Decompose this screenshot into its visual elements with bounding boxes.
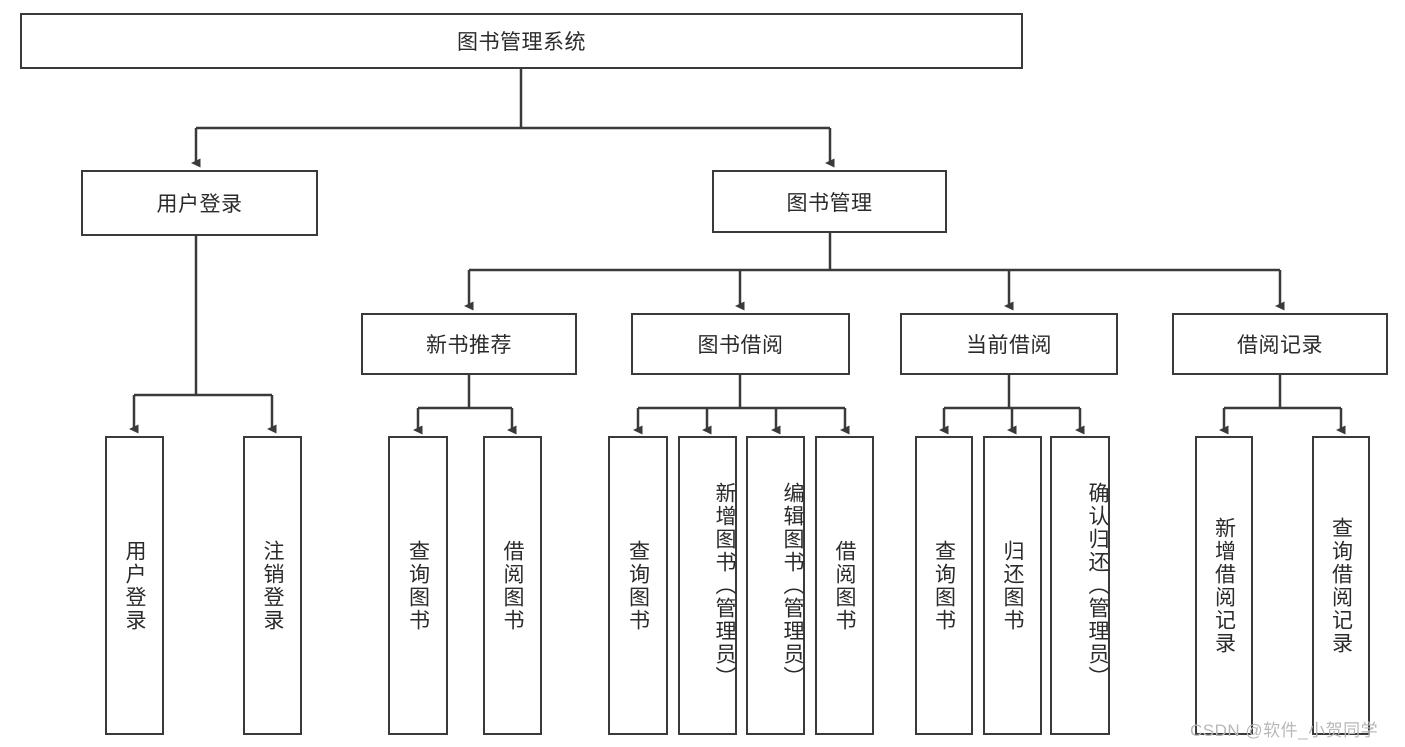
leaf-query-books-recommend[interactable]: 查询图书 — [388, 436, 448, 735]
node-current-borrow[interactable]: 当前借阅 — [900, 313, 1118, 375]
node-book-borrow[interactable]: 图书借阅 — [631, 313, 850, 375]
leaf-user-login[interactable]: 用户登录 — [105, 436, 164, 735]
leaf-confirm-return-admin[interactable]: 确认归还（管理员） — [1050, 436, 1110, 735]
node-borrow-records[interactable]: 借阅记录 — [1172, 313, 1388, 375]
leaf-query-borrow-record[interactable]: 查询借阅记录 — [1312, 436, 1370, 735]
leaf-borrow-book[interactable]: 借阅图书 — [815, 436, 874, 735]
node-user-login[interactable]: 用户登录 — [81, 170, 318, 236]
leaf-user-logout[interactable]: 注销登录 — [243, 436, 302, 735]
leaf-edit-book-admin[interactable]: 编辑图书（管理员） — [746, 436, 805, 735]
node-root-system[interactable]: 图书管理系统 — [20, 13, 1023, 69]
node-book-management[interactable]: 图书管理 — [712, 170, 947, 233]
leaf-borrow-books-recommend[interactable]: 借阅图书 — [483, 436, 542, 735]
leaf-query-books-current[interactable]: 查询图书 — [915, 436, 973, 735]
leaf-query-books-borrow[interactable]: 查询图书 — [608, 436, 668, 735]
watermark-text: CSDN @软件_小贺同学 — [1190, 721, 1379, 740]
node-new-book-recommend[interactable]: 新书推荐 — [361, 313, 577, 375]
leaf-add-borrow-record[interactable]: 新增借阅记录 — [1195, 436, 1253, 735]
leaf-add-book-admin[interactable]: 新增图书（管理员） — [678, 436, 737, 735]
leaf-return-book[interactable]: 归还图书 — [983, 436, 1042, 735]
